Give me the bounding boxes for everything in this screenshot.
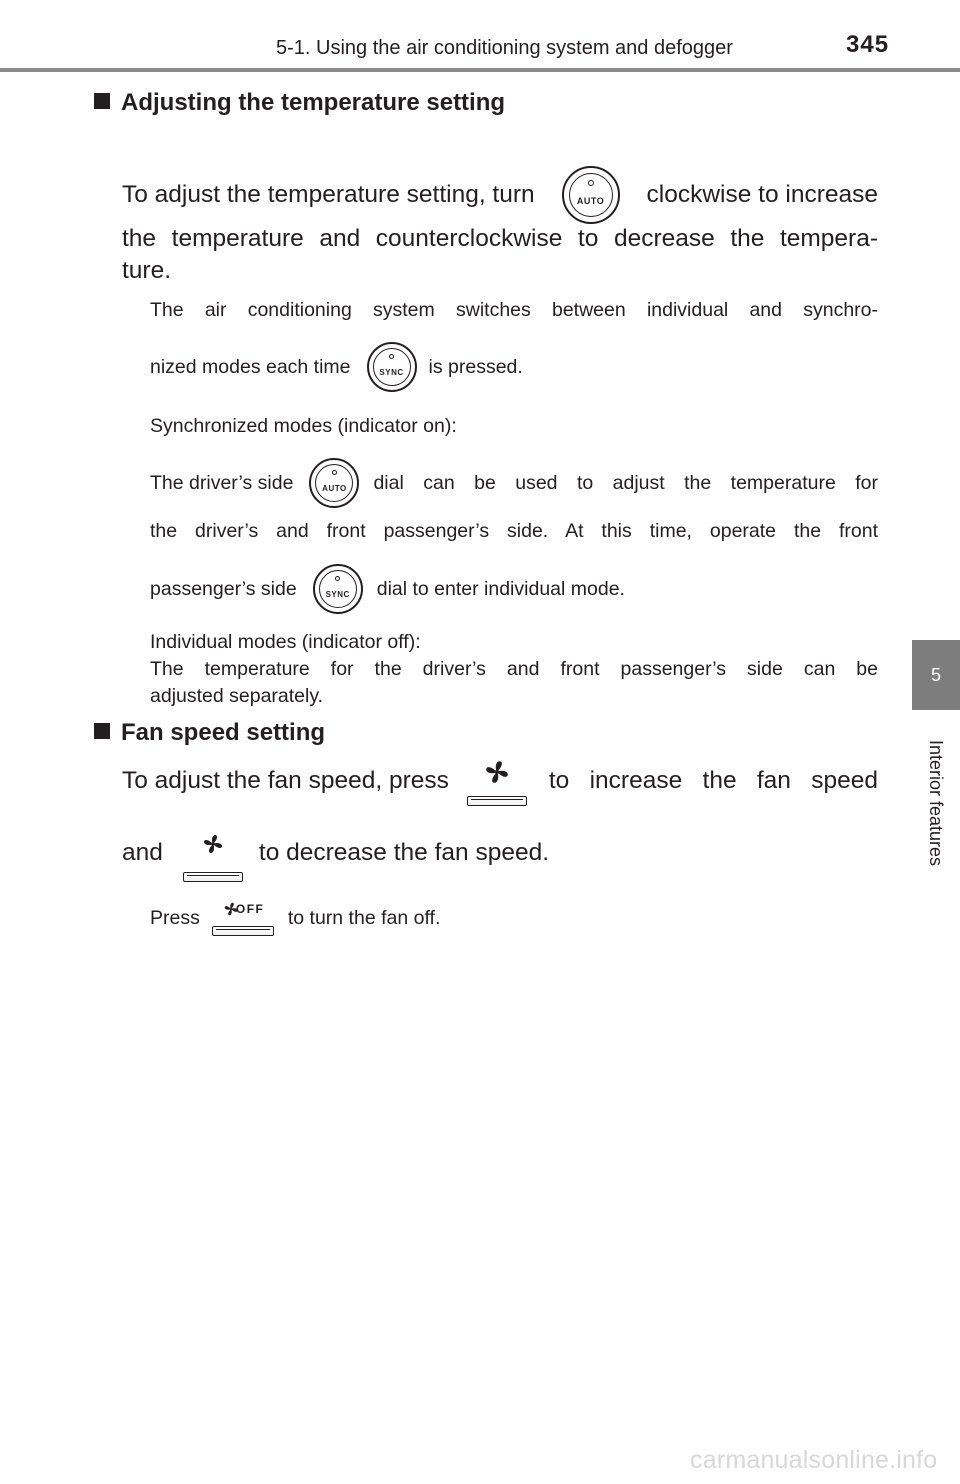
fan-speed-up-icon (466, 760, 527, 806)
section-title: 5-1. Using the air conditioning system a… (276, 37, 733, 59)
chapter-label: Interior features (926, 740, 946, 867)
fan-speed-down-icon (182, 838, 243, 882)
individual-modes-line-2: adjusted separately. (150, 685, 324, 707)
text: dial can be used to adjust the temperatu… (373, 472, 878, 494)
watermark: carmanualsonline.info (690, 1446, 938, 1474)
fan-line-1: To adjust the fan speed, press to increa… (122, 766, 878, 806)
sync-dial-label: SYNC (325, 590, 350, 599)
text: clockwise to increase (646, 181, 878, 208)
header-divider (0, 68, 960, 72)
bullet-square-icon (94, 723, 110, 739)
page-number: 345 (846, 31, 890, 58)
text: to turn the fan off. (287, 907, 441, 929)
sync-modes-line-3: passenger’s side SYNC dial to enter indi… (150, 564, 878, 614)
fan-off-icon: OFF (211, 902, 276, 936)
sync-dial-icon: SYNC (312, 564, 363, 614)
sync-modes-line-2: the driver’s and front passenger’s side.… (150, 520, 878, 542)
text: Press (150, 907, 200, 929)
text: dial to enter individual mode. (376, 578, 625, 600)
auto-dial-icon: AUTO (561, 166, 620, 224)
sync-note-line-2: nized modes each time SYNC is pressed. (150, 342, 878, 392)
auto-dial-icon: AUTO (309, 458, 360, 508)
text: to increase the fan speed (548, 767, 878, 794)
text: nized modes each time (150, 356, 351, 378)
text: is pressed. (428, 356, 523, 378)
sync-modes-line-1: The driver’s side AUTO dial can be used … (150, 458, 878, 508)
text: and (122, 839, 163, 866)
bullet-square-icon (94, 93, 110, 109)
individual-modes-line-1: The temperature for the driver’s and fro… (150, 658, 878, 680)
sync-modes-heading: Synchronized modes (indicator on): (150, 415, 457, 437)
temperature-line-2: the temperature and counterclockwise to … (122, 225, 878, 252)
temperature-heading-text: Adjusting the temperature setting (121, 89, 506, 116)
sync-dial-label: SYNC (379, 368, 404, 377)
chapter-tab: 5 (912, 640, 960, 710)
auto-dial-label: AUTO (322, 484, 347, 493)
fan-off-note: Press OFF to turn the fan off. (150, 902, 878, 936)
sync-note-line-1: The air conditioning system switches bet… (150, 299, 878, 321)
sync-dial-icon: SYNC (366, 342, 417, 392)
text: To adjust the temperature setting, turn (122, 181, 535, 208)
fan-line-2: and to decrease the fan speed. (122, 834, 878, 882)
fan-heading: Fan speed setting (94, 718, 325, 748)
text: To adjust the fan speed, press (122, 767, 449, 794)
temperature-line-3: ture. (122, 257, 172, 284)
fan-heading-text: Fan speed setting (121, 719, 326, 746)
text: to decrease the fan speed. (258, 839, 550, 866)
text: passenger’s side (150, 578, 297, 600)
fan-off-label: OFF (235, 902, 265, 916)
auto-dial-label: AUTO (576, 196, 605, 206)
text: The driver’s side (150, 472, 294, 494)
temperature-heading: Adjusting the temperature setting (94, 88, 505, 118)
chapter-number: 5 (930, 665, 941, 685)
individual-modes-heading: Individual modes (indicator off): (150, 631, 421, 653)
temperature-line-1: To adjust the temperature setting, turn … (122, 166, 878, 224)
